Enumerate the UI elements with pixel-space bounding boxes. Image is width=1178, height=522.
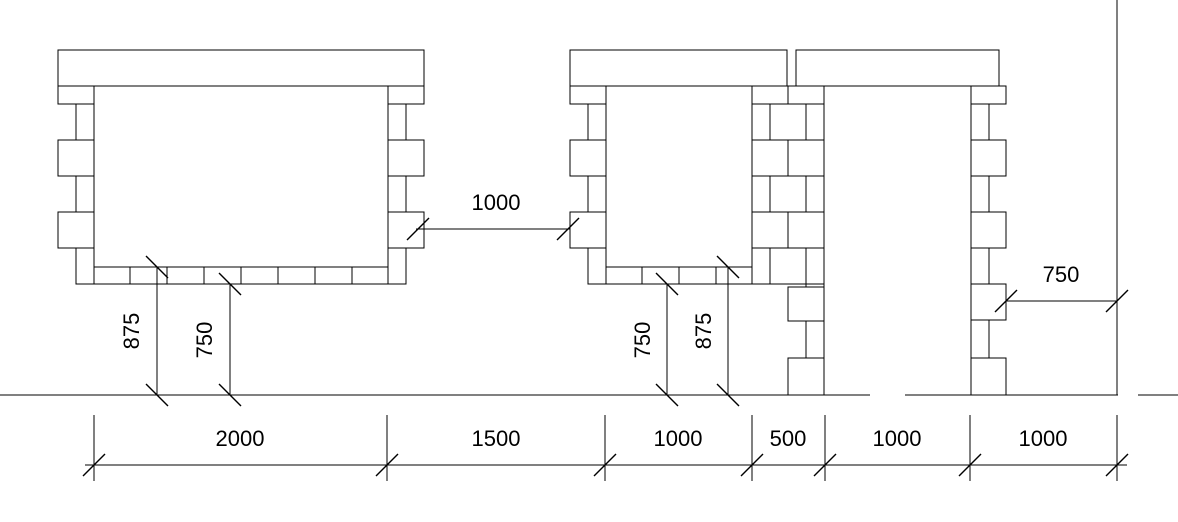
lintel-1 — [57, 49, 425, 87]
window-1-left-height-label: 875 — [119, 313, 144, 350]
gap-dimension: 1000 — [406, 190, 580, 241]
dim-label-2000: 2000 — [216, 426, 265, 451]
right-dimension-label: 750 — [1043, 262, 1080, 287]
window-opening-2 — [605, 85, 753, 268]
dim-label-1000-a: 1000 — [654, 426, 703, 451]
door — [795, 49, 1007, 396]
window-2 — [569, 49, 789, 285]
gap-dimension-label: 1000 — [472, 190, 521, 215]
dim-label-1000-c: 1000 — [1019, 426, 1068, 451]
dim-label-1000-b: 1000 — [873, 426, 922, 451]
window-2-left-height-label: 750 — [630, 322, 655, 359]
dim-label-1500: 1500 — [472, 426, 521, 451]
window-2-height-dims: 750 875 — [630, 255, 740, 407]
dim-label-500: 500 — [770, 426, 807, 451]
window-1 — [57, 49, 425, 285]
lintel-2 — [569, 49, 788, 87]
lintel-door — [795, 49, 1000, 87]
window-opening-1 — [93, 85, 389, 268]
window-1-right-height-label: 750 — [192, 322, 217, 359]
window-1-height-dims: 875 750 — [119, 255, 242, 407]
right-dimension: 750 — [994, 262, 1129, 313]
window-2-right-height-label: 875 — [691, 313, 716, 350]
bottom-dimension-chain: 2000 1500 1000 500 1000 1000 — [82, 415, 1129, 481]
